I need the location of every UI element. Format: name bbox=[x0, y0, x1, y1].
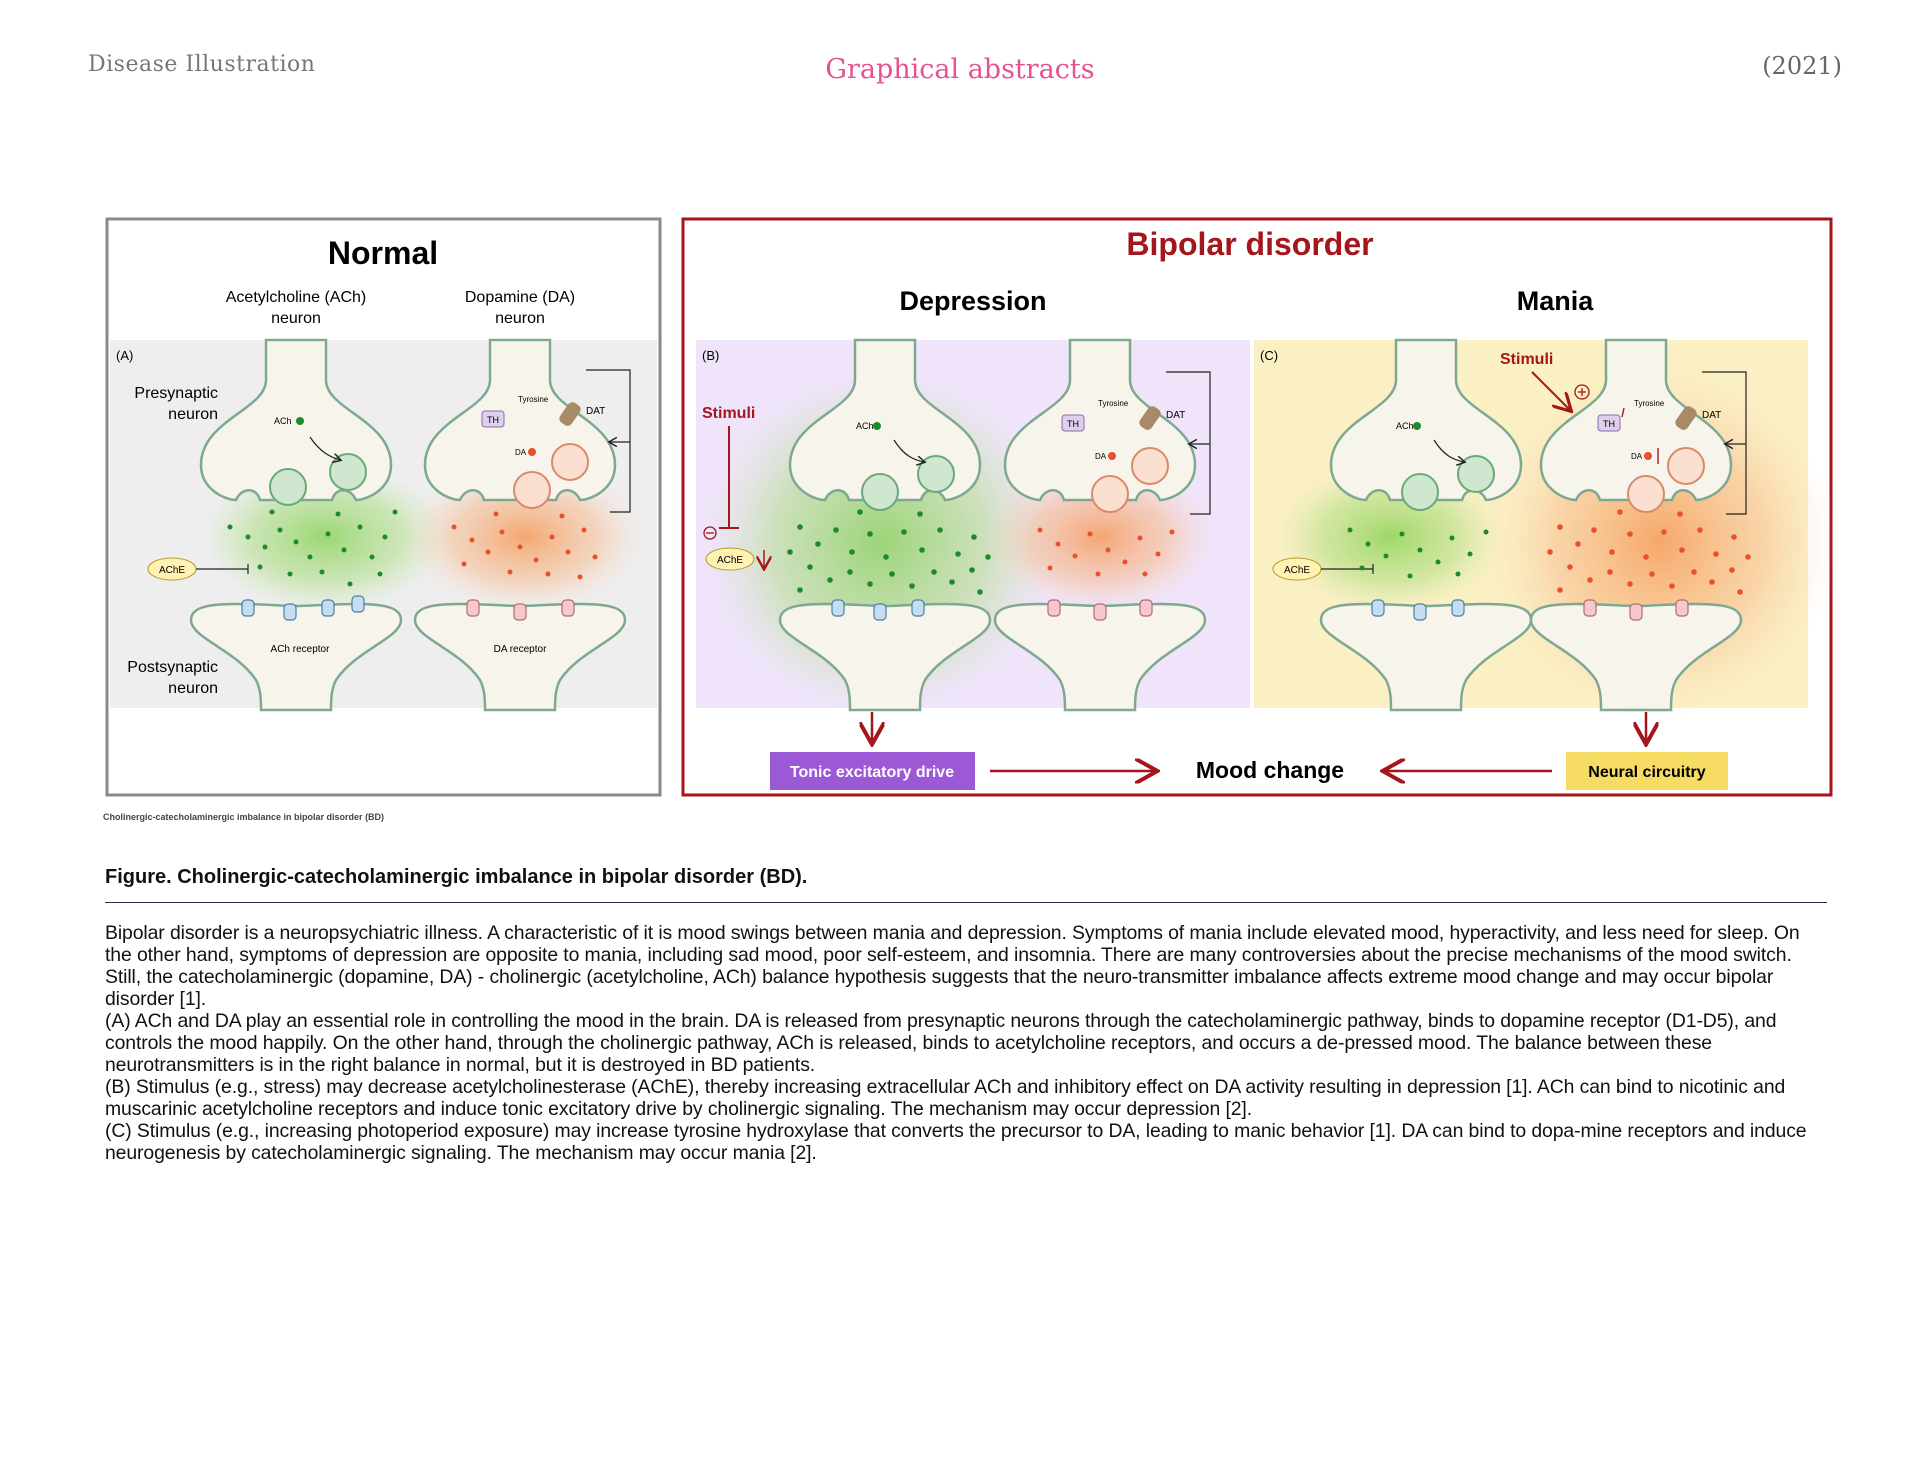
panel-b-label: (B) bbox=[702, 348, 719, 363]
ach-neuron-label-1: Acetylcholine (ACh) bbox=[226, 289, 367, 306]
depression-title: Depression bbox=[899, 286, 1046, 316]
mood-change-label: Mood change bbox=[1196, 757, 1344, 783]
tonic-drive-label: Tonic excitatory drive bbox=[790, 764, 954, 781]
th-label-mania: TH bbox=[1603, 419, 1615, 429]
dat-label-mania: DAT bbox=[1702, 410, 1721, 421]
dat-label-depression: DAT bbox=[1166, 410, 1185, 421]
da-label-depression: DA bbox=[1095, 452, 1107, 461]
dat-label-normal: DAT bbox=[586, 406, 605, 417]
ach-neuron-label-2: neuron bbox=[271, 310, 321, 327]
ache-label-depression: AChE bbox=[717, 555, 743, 566]
header-left-title: Disease Illustration bbox=[88, 52, 316, 77]
da-label-normal: DA bbox=[515, 448, 527, 457]
caption-paragraph-c: (C) Stimulus (e.g., increasing photoperi… bbox=[105, 1120, 1807, 1164]
da-receptor-label: DA receptor bbox=[494, 644, 547, 655]
tyrosine-label-normal: Tyrosine bbox=[518, 395, 549, 404]
tiny-figure-caption: Cholinergic-catecholaminergic imbalance … bbox=[103, 812, 384, 822]
presynaptic-label-2: neuron bbox=[168, 406, 218, 423]
stimuli-label-depression: Stimuli bbox=[702, 405, 755, 422]
postsynaptic-label-2: neuron bbox=[168, 680, 218, 697]
figure-caption-title: Figure. Cholinergic-catecholaminergic im… bbox=[105, 866, 808, 888]
ach-label-normal: ACh bbox=[274, 416, 292, 426]
caption-paragraph-intro: Bipolar disorder is a neuropsychiatric i… bbox=[105, 922, 1800, 1010]
ach-label-depression: ACh bbox=[856, 421, 874, 431]
bipolar-title: Bipolar disorder bbox=[1126, 226, 1373, 262]
tyrosine-label-mania: Tyrosine bbox=[1634, 399, 1665, 408]
da-label-mania: DA bbox=[1631, 452, 1643, 461]
header-center-title: Graphical abstracts bbox=[825, 54, 1095, 85]
caption-paragraph-a: (A) ACh and DA play an essential role in… bbox=[105, 1010, 1777, 1076]
da-neuron-label-2: neuron bbox=[495, 310, 545, 327]
caption-paragraph-b: (B) Stimulus (e.g., stress) may decrease… bbox=[105, 1076, 1786, 1120]
ach-label-mania: ACh bbox=[1396, 421, 1414, 431]
bipolar-figure: Normal Acetylcholine (ACh) neuron Dopami… bbox=[103, 217, 1835, 822]
neural-circuitry-box bbox=[1566, 752, 1728, 790]
caption-body: Bipolar disorder is a neuropsychiatric i… bbox=[105, 922, 1827, 1164]
ach-receptor-label: ACh receptor bbox=[271, 644, 331, 655]
tonic-drive-box bbox=[770, 752, 975, 790]
ache-label-mania: AChE bbox=[1284, 565, 1310, 576]
caption-divider bbox=[105, 902, 1827, 903]
th-label-normal: TH bbox=[487, 415, 499, 425]
tyrosine-label-depression: Tyrosine bbox=[1098, 399, 1129, 408]
neural-circuitry-label: Neural circuitry bbox=[1588, 764, 1705, 781]
normal-title: Normal bbox=[328, 235, 438, 271]
mania-title: Mania bbox=[1517, 286, 1595, 316]
th-label-depression: TH bbox=[1067, 419, 1079, 429]
presynaptic-label-1: Presynaptic bbox=[134, 385, 218, 402]
postsynaptic-label-1: Postsynaptic bbox=[127, 659, 218, 676]
ache-label-normal: AChE bbox=[159, 565, 185, 576]
header-year: (2021) bbox=[1762, 52, 1842, 80]
panel-a-label: (A) bbox=[116, 348, 133, 363]
stimuli-label-mania: Stimuli bbox=[1500, 351, 1553, 368]
panel-c-label: (C) bbox=[1260, 348, 1278, 363]
da-neuron-label-1: Dopamine (DA) bbox=[465, 289, 575, 306]
